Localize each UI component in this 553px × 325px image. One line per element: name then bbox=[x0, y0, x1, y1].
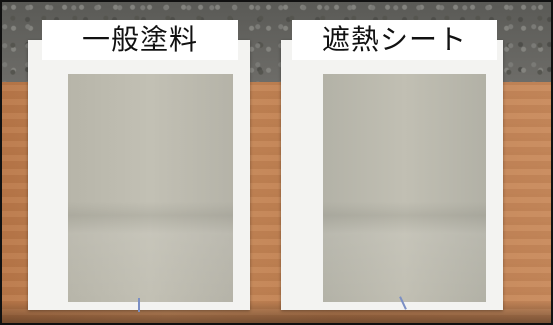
label-heat-shield-sheet: 遮熱シート bbox=[292, 20, 497, 60]
label-general-paint: 一般塗料 bbox=[42, 20, 238, 60]
left-mounting-sheet bbox=[28, 40, 250, 312]
left-thermocouple-wire bbox=[138, 298, 140, 312]
right-mounting-sheet bbox=[281, 40, 503, 310]
general-paint-panel bbox=[68, 74, 233, 302]
heat-shield-sheet-panel bbox=[323, 74, 486, 302]
